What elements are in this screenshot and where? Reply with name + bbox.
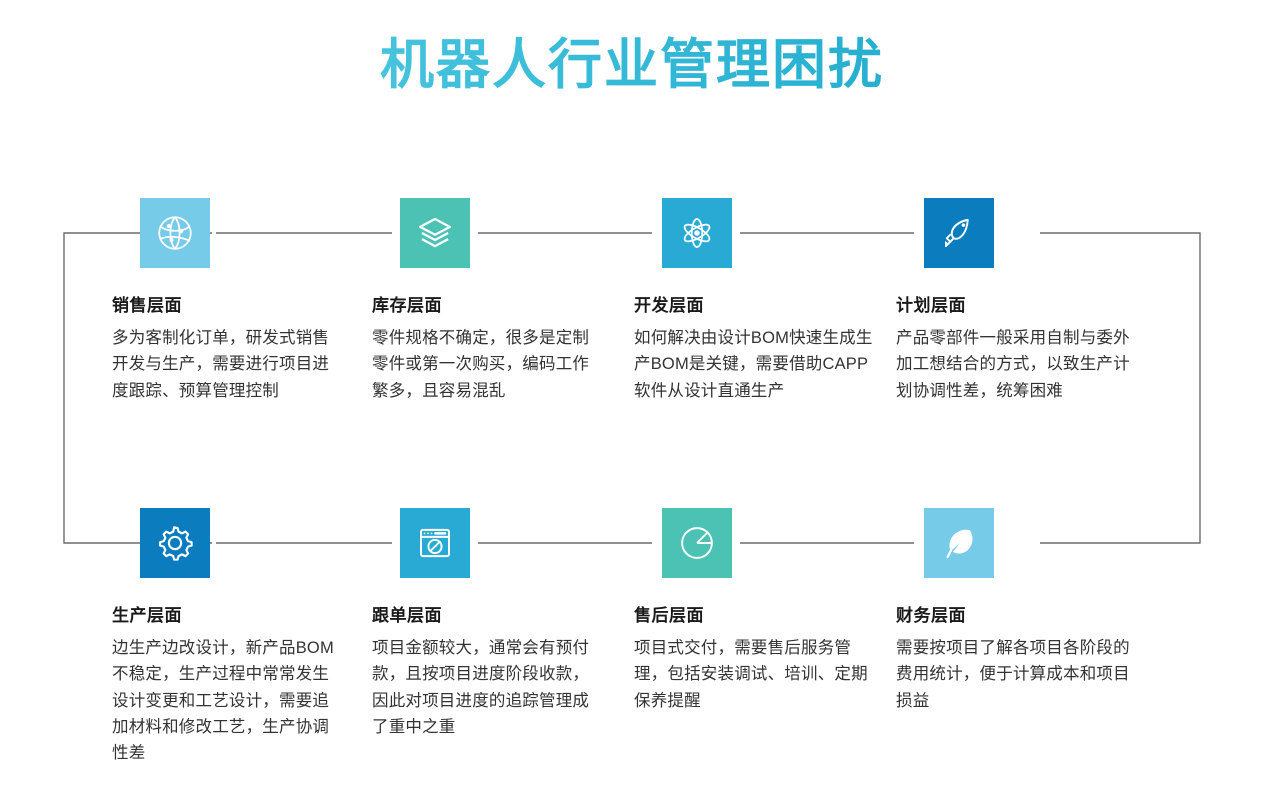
- icon-tile-development: [662, 198, 732, 268]
- card-body-sales: 多为客制化订单，研发式销售开发与生产，需要进行项目进度跟踪、预算管理控制: [112, 329, 330, 400]
- card-order-tracking: 跟单层面 项目金额较大，通常会有预付款，且按项目进度阶段收款，因此对项目进度的追…: [372, 508, 604, 740]
- card-title-production: 生产层面: [112, 606, 182, 625]
- icon-tile-production: [140, 508, 210, 578]
- card-title-development: 开发层面: [634, 296, 704, 315]
- pie-chart-icon: [676, 522, 718, 564]
- card-title-inventory: 库存层面: [372, 296, 442, 315]
- card-body-production: 边生产边改设计，新产品BOM不稳定，生产过程中常常发生设计变更和工艺设计，需要追…: [112, 639, 334, 762]
- icon-tile-sales: [140, 198, 210, 268]
- card-finance: 财务层面 需要按项目了解各项目各阶段的费用统计，便于计算成本和项目损益: [896, 508, 1130, 714]
- icon-tile-inventory: [400, 198, 470, 268]
- card-title-after-sales: 售后层面: [634, 606, 704, 625]
- card-production: 生产层面 边生产边改设计，新产品BOM不稳定，生产过程中常常发生设计变更和工艺设…: [112, 508, 344, 766]
- card-body-development: 如何解决由设计BOM快速生成生产BOM是关键，需要借助CAPP软件从设计直通生产: [634, 329, 873, 400]
- gear-icon: [154, 522, 196, 564]
- card-sales: 销售层面 多为客制化订单，研发式销售开发与生产，需要进行项目进度跟踪、预算管理控…: [112, 198, 344, 404]
- atom-icon: [676, 212, 718, 254]
- card-title-finance: 财务层面: [896, 606, 966, 625]
- feather-icon: [938, 522, 980, 564]
- card-inventory: 库存层面 零件规格不确定，很多是定制零件或第一次购买，编码工作繁多，且容易混乱: [372, 198, 604, 404]
- rocket-icon: [938, 212, 980, 254]
- layers-stack-icon: [414, 212, 456, 254]
- card-body-finance: 需要按项目了解各项目各阶段的费用统计，便于计算成本和项目损益: [896, 639, 1130, 710]
- card-body-inventory: 零件规格不确定，很多是定制零件或第一次购买，编码工作繁多，且容易混乱: [372, 329, 590, 400]
- card-title-order-tracking: 跟单层面: [372, 606, 442, 625]
- card-title-sales: 销售层面: [112, 296, 182, 315]
- card-development: 开发层面 如何解决由设计BOM快速生成生产BOM是关键，需要借助CAPP软件从设…: [634, 198, 872, 404]
- globe-network-icon: [154, 212, 196, 254]
- card-after-sales: 售后层面 项目式交付，需要售后服务管理，包括安装调试、培训、定期保养提醒: [634, 508, 868, 714]
- icon-tile-finance: [924, 508, 994, 578]
- card-body-after-sales: 项目式交付，需要售后服务管理，包括安装调试、培训、定期保养提醒: [634, 639, 868, 710]
- icon-tile-order-tracking: [400, 508, 470, 578]
- card-body-planning: 产品零部件一般采用自制与委外加工想结合的方式，以致生产计划协调性差，统筹困难: [896, 329, 1130, 400]
- icon-tile-planning: [924, 198, 994, 268]
- page-title: 机器人行业管理困扰: [0, 35, 1264, 95]
- card-title-planning: 计划层面: [896, 296, 966, 315]
- icon-tile-after-sales: [662, 508, 732, 578]
- card-body-order-tracking: 项目金额较大，通常会有预付款，且按项目进度阶段收款，因此对项目进度的追踪管理成了…: [372, 639, 590, 736]
- browser-compass-icon: [414, 522, 456, 564]
- card-planning: 计划层面 产品零部件一般采用自制与委外加工想结合的方式，以致生产计划协调性差，统…: [896, 198, 1130, 404]
